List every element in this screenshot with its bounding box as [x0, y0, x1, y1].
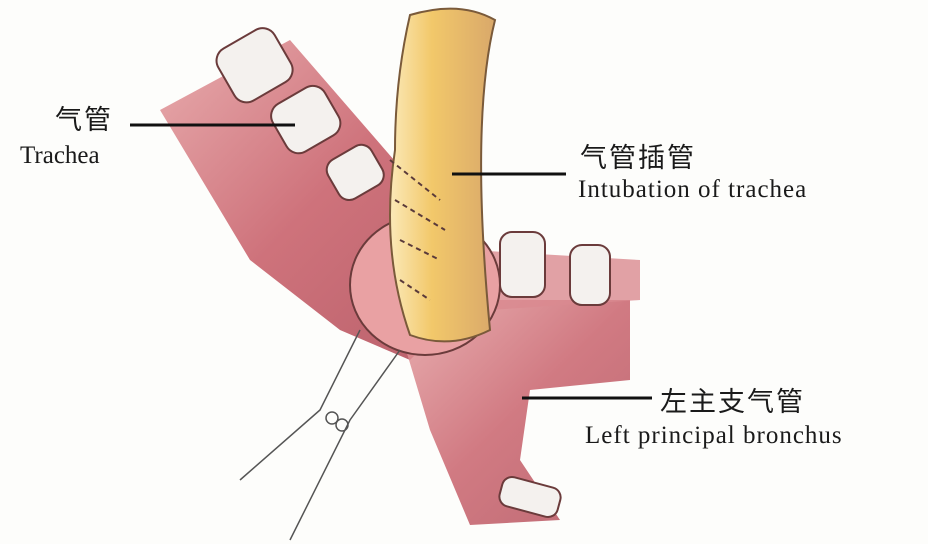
bronchus-label-zh: 左主支气管	[660, 387, 805, 418]
forceps	[239, 329, 401, 541]
endotracheal-tube	[389, 7, 497, 343]
trachea-label-en: Trachea	[20, 142, 100, 169]
bronchus-label-en: Left principal bronchus	[585, 422, 843, 449]
trachea-label-zh: 气管	[55, 105, 113, 136]
cartilage-rings	[215, 27, 611, 519]
intubation-label-zh: 气管插管	[580, 143, 696, 174]
bronchus-shape	[400, 300, 630, 525]
sutures	[389, 159, 446, 301]
intubation-label-en: Intubation of trachea	[578, 176, 808, 203]
